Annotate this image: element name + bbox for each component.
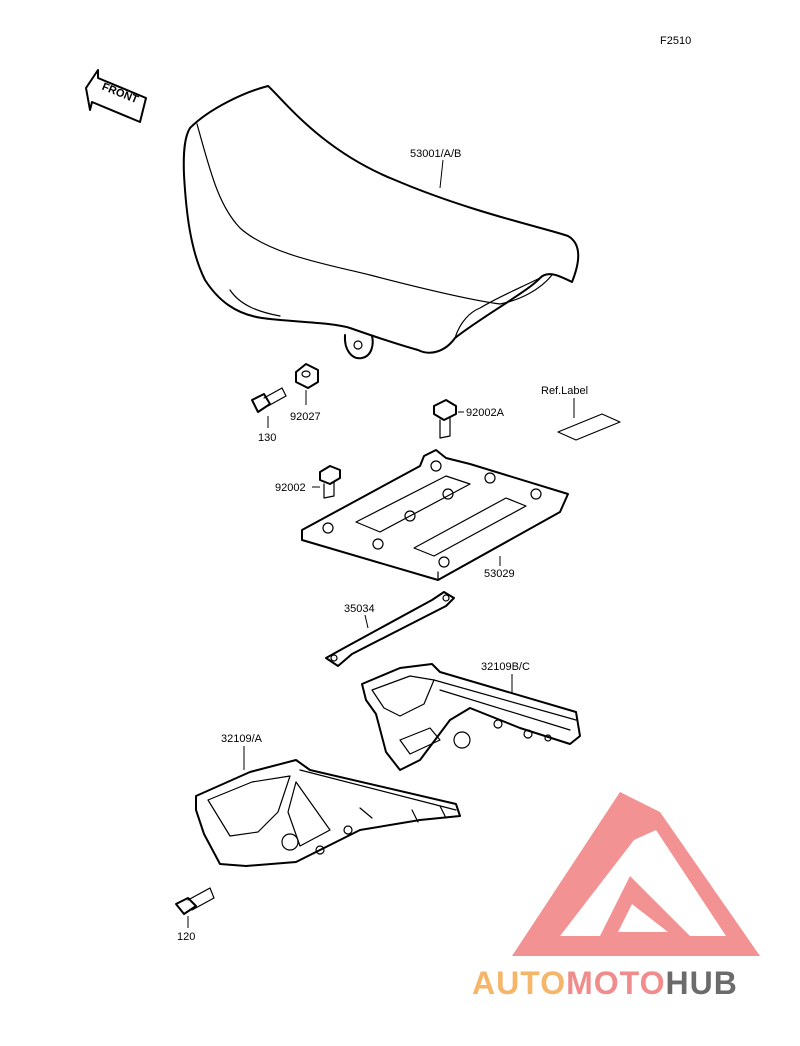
watermark-hub: HUB [665,965,737,1001]
watermark-wordmark: AUTOMOTOHUB [472,965,738,1001]
collar-92027 [295,363,319,389]
bolt-120-icon [175,887,215,915]
ref-label-sticker [557,413,621,441]
bolt-130-icon [251,387,287,413]
watermark-auto: AUTO [472,965,566,1001]
frame-32109a [195,759,461,867]
label-53001: 53001/A/B [410,148,461,160]
label-53029: 53029 [484,568,515,580]
label-35034: 35034 [344,603,375,615]
bolt-92002a-icon [433,399,457,439]
frame-32109bc [361,663,581,771]
label-32109a: 32109/A [221,733,263,745]
ref-label-text: Ref.Label [541,385,588,397]
label-92002a: 92002A [466,407,505,419]
front-arrow-label: FRONT [100,81,140,106]
strap-35034 [325,591,455,667]
seat-bracket-53029 [301,449,569,581]
label-32109bc: 32109B/C [481,661,530,673]
seat [182,85,580,360]
figure-code: F2510 [660,35,691,47]
label-130: 130 [258,432,276,444]
watermark-moto: MOTO [566,965,665,1001]
bolt-92002-icon [319,465,341,499]
svg-text:AUTOMOTOHUB: AUTOMOTOHUB [472,965,738,1001]
label-92002: 92002 [275,482,306,494]
label-120: 120 [177,931,195,943]
label-92027: 92027 [290,411,321,423]
watermark-logo-icon [512,792,760,956]
front-arrow-icon: FRONT [85,69,147,123]
